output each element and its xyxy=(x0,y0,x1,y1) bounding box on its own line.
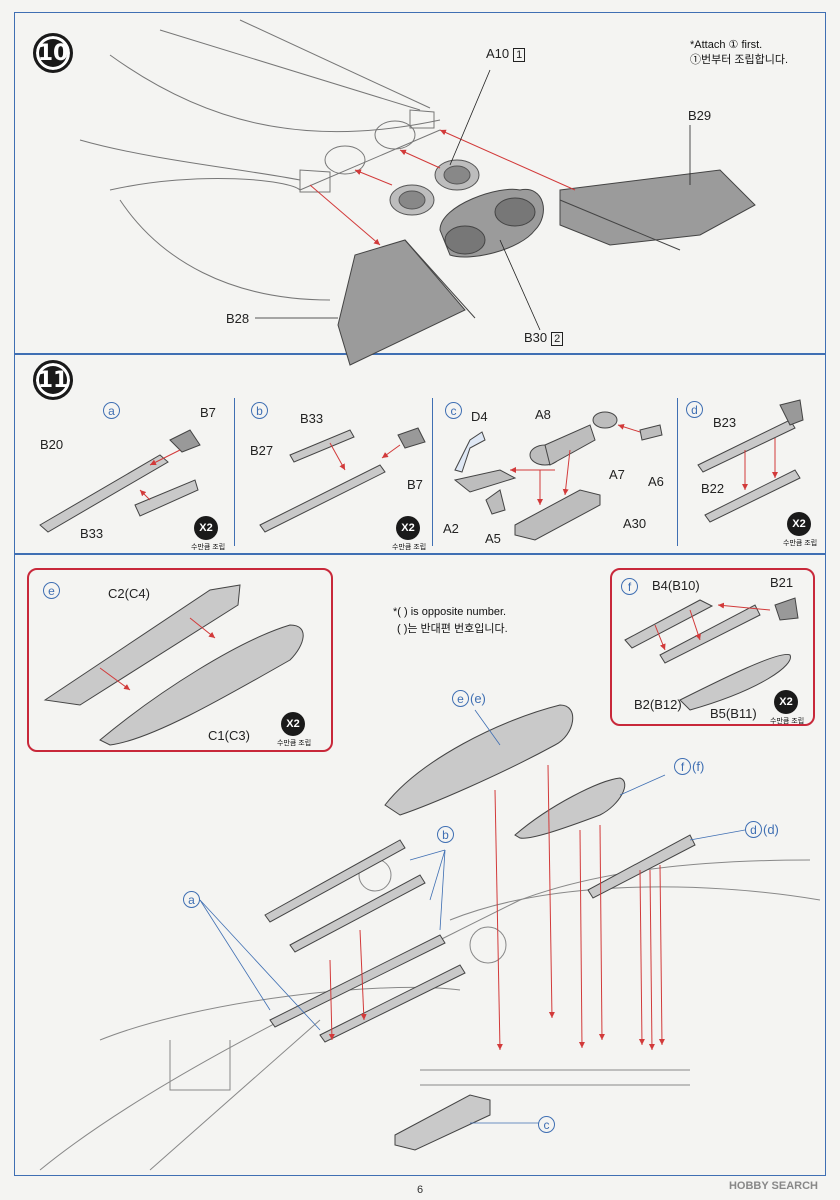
part-label-b28: B28 xyxy=(226,311,250,326)
pod-ff-drawing xyxy=(514,777,626,839)
callout-d: d xyxy=(745,821,762,838)
part-label-c2-c4: C2(C4) xyxy=(108,586,150,601)
note-attach-first-en: *Attach ① first. xyxy=(690,39,763,51)
page-number: 6 xyxy=(416,1184,424,1196)
rack-d-drawing xyxy=(697,399,804,523)
part-label-b33: B33 xyxy=(80,526,104,541)
divider-ab xyxy=(234,398,236,546)
page-frame xyxy=(14,12,826,1176)
watermark: HOBBY SEARCH xyxy=(728,1180,818,1192)
x2-caption-f: 수만큼 조립 xyxy=(770,718,805,725)
callout-c: c xyxy=(538,1116,555,1133)
x2-badge-f: X2 xyxy=(774,690,798,714)
order-box-2: 2 xyxy=(551,332,564,346)
divider-cd xyxy=(677,398,679,546)
missiles-on-aircraft-drawing xyxy=(264,839,466,1043)
part-label-a7: A7 xyxy=(609,467,625,482)
part-label-a30: A30 xyxy=(623,516,647,531)
tank-ee-drawing xyxy=(384,704,574,816)
callout-b: b xyxy=(437,826,454,843)
x2-caption-d: 수만큼 조립 xyxy=(783,540,818,547)
callout-a: a xyxy=(183,891,200,908)
note-opposite-ko: ( )는 반대편 번호입니다. xyxy=(397,623,508,635)
x2-badge-b: X2 xyxy=(396,516,420,540)
nozzle-b30-drawing xyxy=(439,188,544,258)
sub-step-d-marker: d xyxy=(686,401,703,418)
part-label-b5-b11: B5(B11) xyxy=(710,706,757,721)
sub-step-c-marker: c xyxy=(445,402,462,419)
pylon-cc-drawing xyxy=(394,1094,491,1151)
part-label-b7-b: B7 xyxy=(407,477,423,492)
detail-box-e xyxy=(27,568,333,752)
detail-box-f xyxy=(610,568,815,726)
part-label-b22: B22 xyxy=(701,481,725,496)
x2-caption-a: 수만큼 조립 xyxy=(191,544,226,551)
part-label-a2: A2 xyxy=(443,521,459,536)
sub-step-b-marker: b xyxy=(251,402,268,419)
order-box-1: 1 xyxy=(513,48,526,62)
note-attach-first-ko: ①번부터 조립합니다. xyxy=(690,54,789,66)
panel-b28-drawing xyxy=(337,239,466,366)
x2-caption-b: 수만큼 조립 xyxy=(392,544,427,551)
step-number-11: 11 xyxy=(33,360,73,400)
sub-step-f-marker: f xyxy=(621,578,638,595)
part-label-b2-b12: B2(B12) xyxy=(634,697,682,712)
x2-badge-a: X2 xyxy=(194,516,218,540)
divider-step11 xyxy=(14,553,826,555)
part-label-b29: B29 xyxy=(688,108,712,123)
sub-step-e-marker: e xyxy=(43,582,60,599)
part-label-b20: B20 xyxy=(40,437,64,452)
x2-caption-e: 수만큼 조립 xyxy=(277,740,312,747)
part-label-a6: A6 xyxy=(648,474,664,489)
part-label-b23: B23 xyxy=(713,415,737,430)
part-label-b21: B21 xyxy=(770,575,794,590)
note-opposite-en: *( ) is opposite number. xyxy=(393,606,507,618)
callout-d-opposite: (d) xyxy=(763,822,779,837)
panel-b29-drawing xyxy=(559,169,756,246)
callout-f: f xyxy=(674,758,691,775)
part-label-a5: A5 xyxy=(485,531,501,546)
part-label-b33-b: B33 xyxy=(300,411,324,426)
callout-f-opposite: (f) xyxy=(692,759,705,774)
fuel-tank-e-drawing xyxy=(43,584,304,746)
callout-e: e xyxy=(452,690,469,707)
missile-b27-drawing xyxy=(259,427,426,533)
nozzle-a10-drawing xyxy=(389,159,480,216)
callout-e-opposite: (e) xyxy=(470,691,486,706)
pylon-c-drawing xyxy=(453,411,663,541)
divider-step10 xyxy=(14,353,826,355)
step-number-10: 10 xyxy=(33,33,73,73)
x2-badge-e: X2 xyxy=(281,712,305,736)
part-label-a8: A8 xyxy=(535,407,551,422)
part-label-b7: B7 xyxy=(200,405,216,420)
part-label-d4: D4 xyxy=(471,409,488,424)
rack-dd-drawing xyxy=(587,834,696,899)
sub-step-a-marker: a xyxy=(103,402,120,419)
aircraft-underside-drawing xyxy=(39,858,821,1171)
fuselage-rear-drawing xyxy=(79,19,441,301)
x2-badge-d: X2 xyxy=(787,512,811,536)
missile-b20-drawing xyxy=(39,429,201,533)
divider-bc xyxy=(432,398,434,546)
part-label-b4-b10: B4(B10) xyxy=(652,578,700,593)
part-label-c1-c3: C1(C3) xyxy=(208,728,250,743)
part-label-b27: B27 xyxy=(250,443,274,458)
